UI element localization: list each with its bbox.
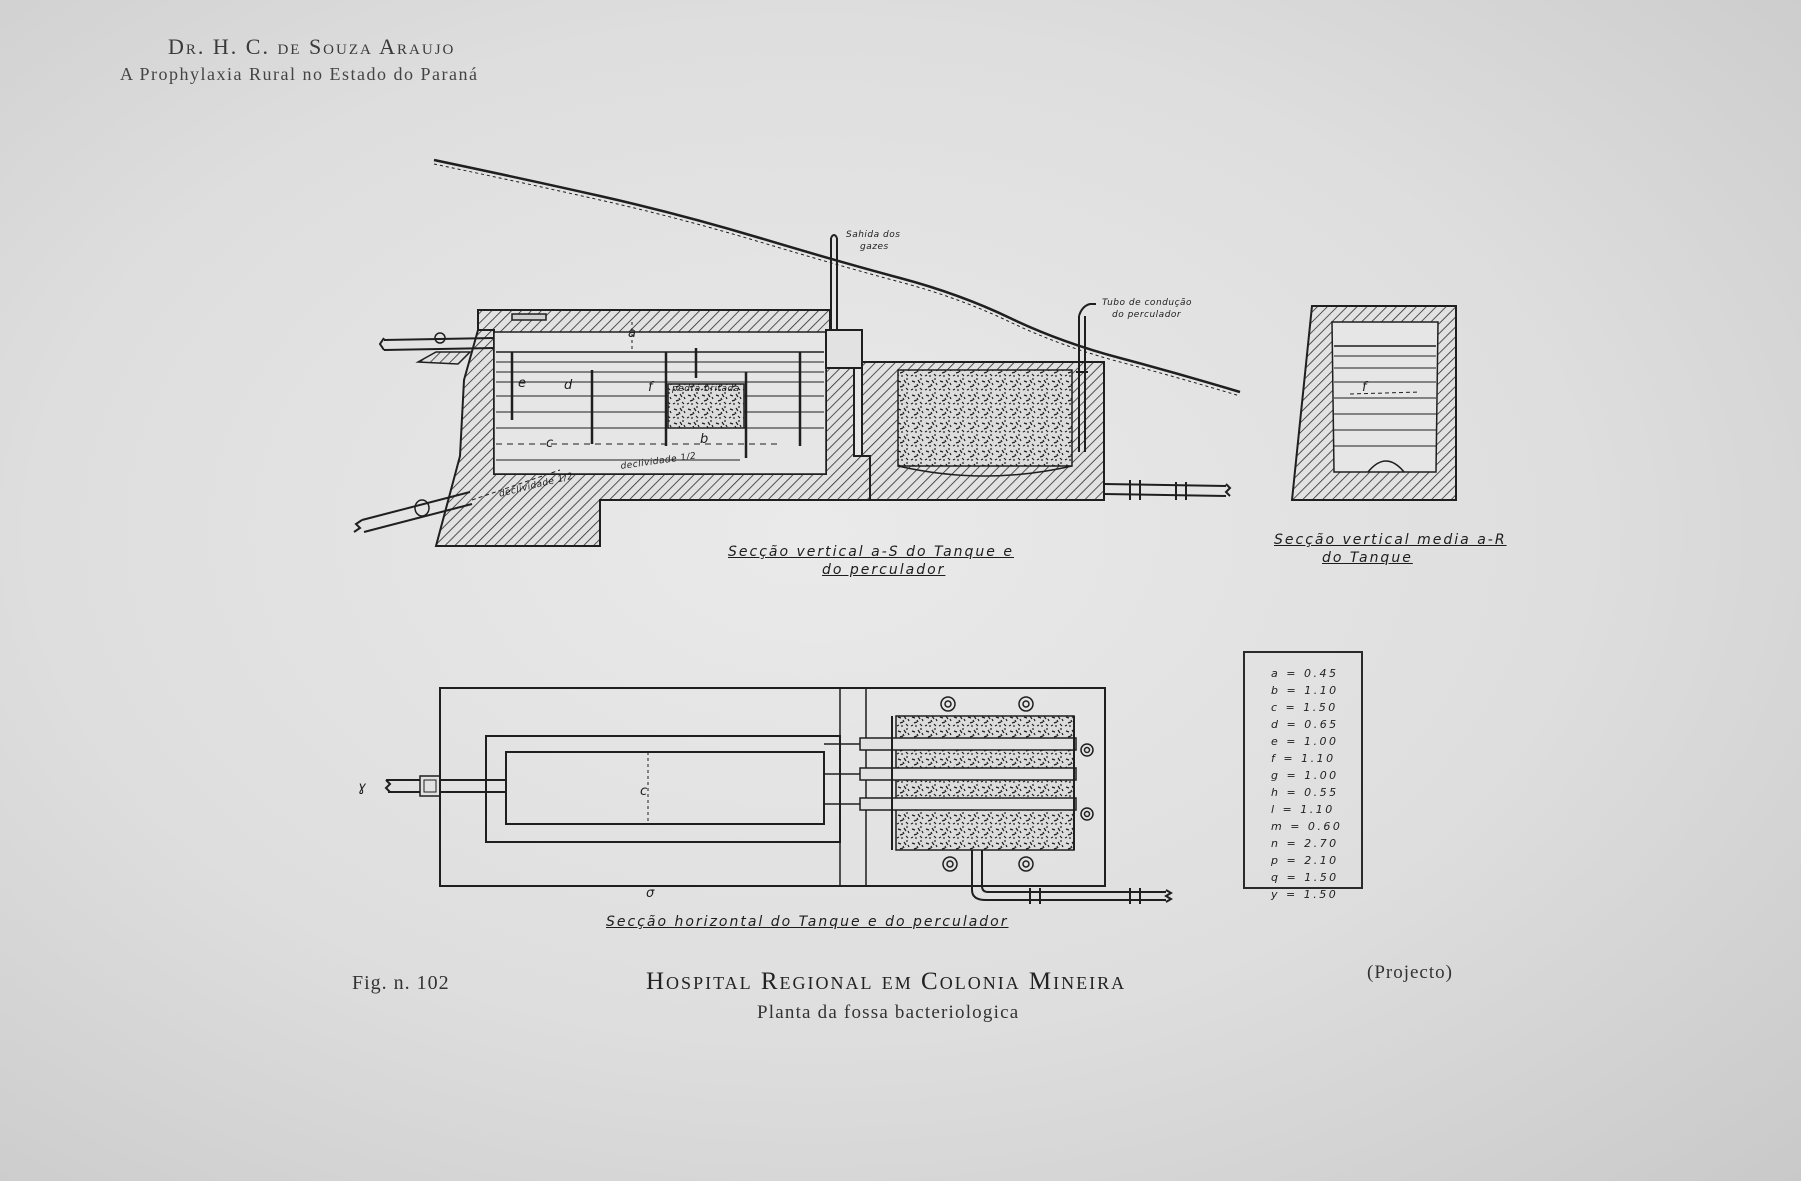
plate-note: (Projecto): [1367, 962, 1453, 983]
percolator-strips: [859, 715, 1077, 851]
letter-a: a: [628, 326, 636, 341]
stone-filter: [667, 383, 745, 429]
tank-interior: [493, 331, 827, 475]
dimension-row: d = 0.65: [1271, 718, 1339, 731]
plan-letter-bottom: σ: [646, 886, 655, 901]
letter-f: f: [648, 380, 653, 395]
inlet-pipe-left: [378, 332, 495, 365]
dimension-row: y = 1.50: [1271, 888, 1339, 901]
plan-letter-c: c: [640, 784, 648, 799]
plan-inlet: [384, 775, 506, 797]
percolator-gravel: [897, 369, 1073, 467]
section-horizontal-drawing: [384, 687, 1173, 904]
outlet-pipe-right: [1103, 480, 1232, 500]
caption-middle-2: do Tanque: [1322, 550, 1413, 566]
gas-vent-pipe: [830, 234, 838, 336]
dimension-row: b = 1.10: [1271, 684, 1339, 697]
plan-letter-left: ɣ: [358, 780, 366, 795]
dimension-row: e = 1.00: [1271, 735, 1339, 748]
plan-outlet: [971, 850, 1173, 904]
letter-b: b: [700, 432, 709, 447]
label-tube-2: do perculador: [1112, 310, 1182, 320]
percolator-tube: [1076, 303, 1096, 452]
ground-line: [433, 158, 1241, 394]
caption-vertical-1: Secção vertical a-S do Tanque e: [728, 544, 1014, 560]
dimension-row: q = 1.50: [1271, 871, 1339, 884]
book-title: A Prophylaxia Rural no Estado do Paraná: [120, 64, 479, 84]
letter-d: d: [564, 378, 573, 393]
section-middle-drawing: [1290, 305, 1457, 501]
caption-horizontal: Secção horizontal do Tanque e do percula…: [606, 914, 1009, 930]
letter-e: e: [518, 376, 526, 391]
author-name: Dr. H. C. de Souza Araujo: [168, 34, 456, 59]
dimension-row: h = 0.55: [1271, 786, 1339, 799]
caption-middle-1: Secção vertical media a-R: [1274, 532, 1507, 548]
dimension-row: a = 0.45: [1271, 667, 1339, 680]
dimension-row: m = 0.60: [1271, 820, 1343, 833]
dimensions-table: a = 0.45 b = 1.10 c = 1.50 d = 0.65 e = …: [1243, 651, 1363, 901]
caption-vertical-2: do perculador: [822, 562, 946, 578]
plate-subtitle: Planta da fossa bacteriologica: [757, 1002, 1020, 1023]
dimension-row: l = 1.10: [1271, 803, 1335, 816]
dimension-row: p = 2.10: [1271, 854, 1339, 867]
letter-c: c: [546, 436, 554, 451]
section-vertical-drawing: [353, 158, 1241, 547]
label-stone: pedra britada: [672, 384, 740, 394]
middle-letter-f: f: [1362, 380, 1367, 395]
drain-pipe-left: [353, 469, 561, 533]
dimension-row: g = 1.00: [1271, 769, 1339, 782]
dimension-row: c = 1.50: [1271, 701, 1338, 714]
dimension-row: n = 2.70: [1271, 837, 1339, 850]
plan-manholes: [940, 696, 1094, 872]
figure-number: Fig. n. 102: [352, 972, 450, 994]
label-gas-exit-1: Sahida dos: [846, 230, 901, 240]
plate-title: Hospital Regional em Colonia Mineira: [646, 968, 1127, 995]
label-tube-1: Tubo de condução: [1102, 298, 1193, 308]
dimension-row: f = 1.10: [1271, 752, 1336, 765]
label-gas-exit-2: gazes: [860, 242, 889, 252]
